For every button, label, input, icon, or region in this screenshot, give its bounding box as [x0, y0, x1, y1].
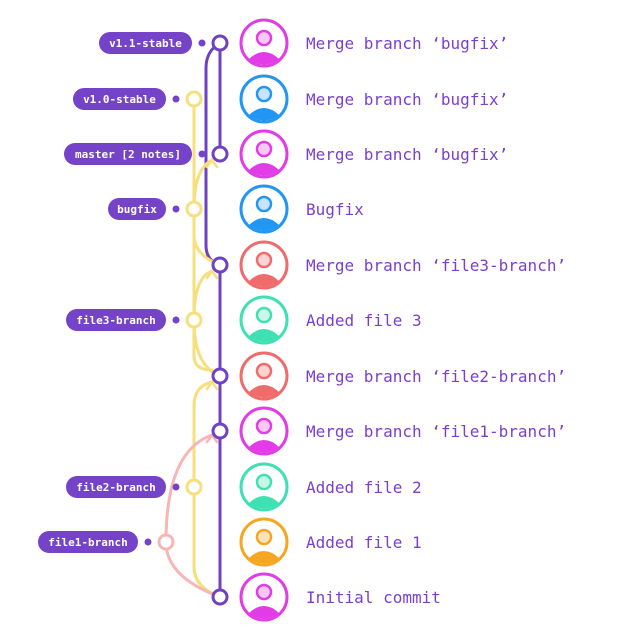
ref-dot: [172, 483, 180, 491]
commit-message: Merge branch ‘bugfix’: [306, 145, 508, 164]
ref-label: bugfix: [117, 203, 157, 216]
avatar-head: [255, 140, 273, 158]
ref-pill: [99, 32, 192, 54]
avatar-head: [255, 85, 273, 103]
avatar-body: [249, 163, 279, 176]
avatar-icon: [239, 462, 289, 512]
commit-message: Added file 3: [306, 311, 422, 330]
ref-pill: [38, 531, 138, 553]
commit-message: Merge branch ‘bugfix’: [306, 34, 508, 53]
file1-merge-line: [164, 433, 214, 544]
merge-arrowhead: [205, 433, 219, 444]
avatar-body: [249, 385, 279, 398]
avatar-body: [249, 274, 279, 287]
commit-node: [211, 256, 229, 274]
commit-message: Merge branch ‘bugfix’: [306, 90, 508, 109]
avatar-head: [255, 29, 273, 47]
ref-dot: [172, 95, 180, 103]
v10-line: [192, 97, 214, 372]
commit-message: Bugfix: [306, 200, 364, 219]
ref-label: v1.1-stable: [109, 37, 182, 50]
merge-arrowhead: [205, 158, 219, 169]
commit-node: [211, 422, 229, 440]
avatar-body: [249, 218, 279, 231]
commit-node: [157, 533, 175, 551]
avatar-icon: [239, 129, 289, 179]
avatar-body: [249, 329, 279, 342]
avatar-head: [255, 362, 273, 380]
avatar-head: [255, 417, 273, 435]
ref-dot: [172, 316, 180, 324]
commit-message: Added file 2: [306, 478, 422, 497]
avatar-head: [255, 528, 273, 546]
avatar-head: [255, 583, 273, 601]
avatar-head: [255, 251, 273, 269]
commit-node: [185, 90, 203, 108]
graph-nodes: [157, 34, 229, 606]
commit-node: [211, 34, 229, 52]
commit-messages: Merge branch ‘bugfix’ Merge branch ‘bugfi…: [306, 34, 566, 607]
ref-dot: [198, 150, 206, 158]
avatar-icon: [239, 74, 289, 124]
ref-pill: [66, 476, 166, 498]
ref-label: file1-branch: [48, 536, 127, 549]
avatar-icon: [239, 351, 289, 401]
avatar-icon: [239, 295, 289, 345]
avatar-body: [249, 440, 279, 453]
file2-merge-line: [192, 380, 214, 489]
ref-label: master [2 notes]: [75, 148, 181, 161]
ref-pill: [66, 309, 166, 331]
ref-dot: [144, 538, 152, 546]
avatar-body: [249, 52, 279, 65]
ref-pill: [73, 88, 166, 110]
commit-node: [185, 478, 203, 496]
ref-pill: [64, 143, 192, 165]
file2-line: [192, 485, 222, 599]
avatar-icon: [239, 184, 289, 234]
avatar-icon: [239, 240, 289, 290]
commit-node: [185, 311, 203, 329]
avatar-icon: [239, 517, 289, 567]
commit-node: [185, 200, 203, 218]
commit-message: Merge branch ‘file3-branch’: [306, 256, 566, 275]
ref-pill: [108, 198, 166, 220]
avatar-body: [249, 606, 279, 619]
ref-label: file2-branch: [76, 481, 155, 494]
ref-labels: v1.1-stable v1.0-stable master [2 notes] bu…: [38, 32, 206, 553]
ref-label: v1.0-stable: [83, 93, 156, 106]
ref-dot: [172, 205, 180, 213]
avatar-body: [249, 496, 279, 509]
avatar-body: [249, 551, 279, 564]
commit-message: Merge branch ‘file2-branch’: [306, 367, 566, 386]
ref-label: file3-branch: [76, 314, 155, 327]
avatar-icon: [239, 572, 289, 622]
commit-node: [211, 588, 229, 606]
avatar-icon: [239, 406, 289, 456]
avatar-head: [255, 473, 273, 491]
ref-dot: [198, 39, 206, 47]
commit-node: [211, 145, 229, 163]
commit-message: Initial commit: [306, 588, 441, 607]
avatar-head: [255, 195, 273, 213]
avatars: [239, 18, 289, 622]
commit-message: Added file 1: [306, 533, 422, 552]
avatar-head: [255, 306, 273, 324]
merge-arrowhead: [205, 380, 219, 391]
commit-node: [211, 367, 229, 385]
commit-message: Merge branch ‘file1-branch’: [306, 422, 566, 441]
merge-arrowhead: [205, 269, 219, 280]
avatar-icon: [239, 18, 289, 68]
avatar-body: [249, 108, 279, 121]
